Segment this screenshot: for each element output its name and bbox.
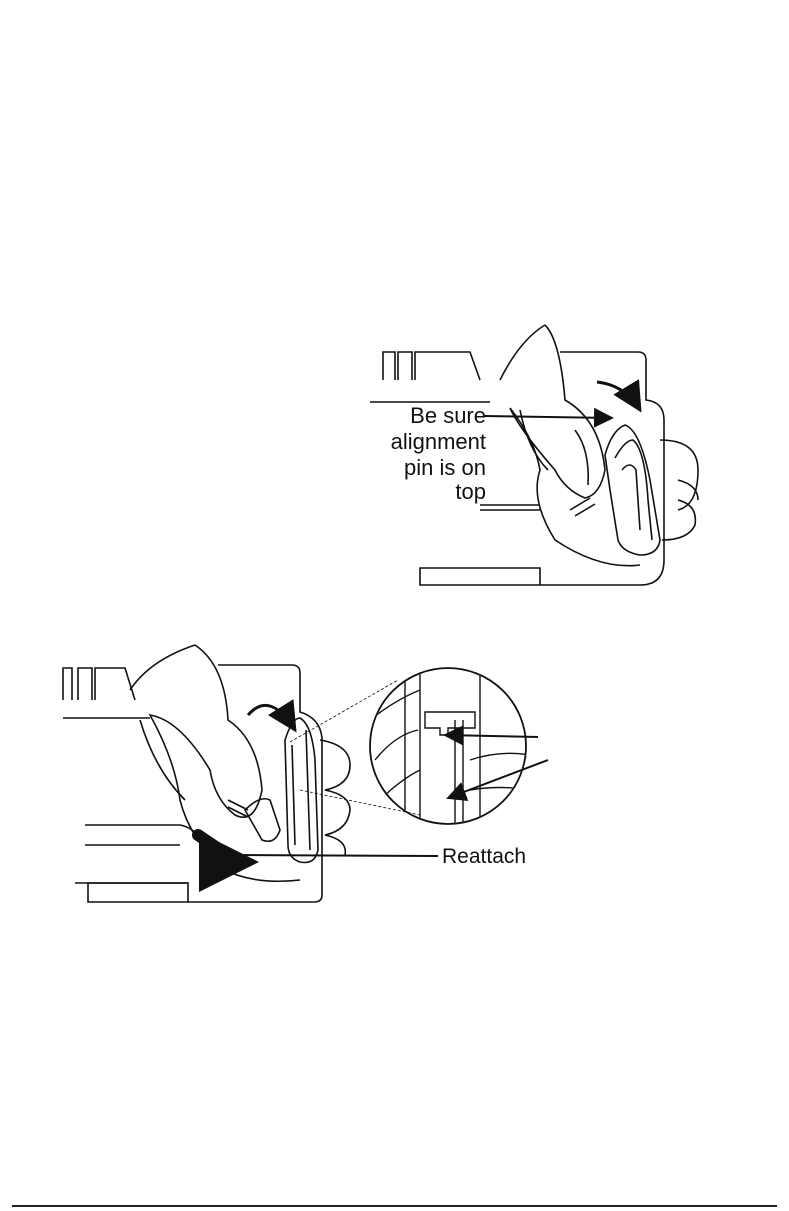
callout-leader-top [484, 416, 612, 418]
callout-top: top [390, 481, 486, 503]
hand-top [510, 325, 640, 566]
callout-be-sure: Be sure [383, 405, 486, 427]
side-knobs-top [660, 440, 698, 540]
rotate-arrow-bottom [248, 705, 295, 730]
connector-plug [228, 799, 280, 842]
detail-arrow-pin [445, 735, 538, 737]
zoom-detail-circle [370, 668, 526, 824]
callout-pin-is-on: pin is on [380, 457, 486, 479]
callout-alignment: alignment [370, 431, 486, 453]
rotate-arrow-top [597, 382, 640, 410]
reattach-leader [240, 855, 438, 856]
printer-body-outline-bottom [63, 665, 322, 738]
hand-bottom [150, 645, 300, 881]
reattach-label: Reattach [442, 846, 526, 868]
page-bottom-rule [12, 1205, 777, 1207]
